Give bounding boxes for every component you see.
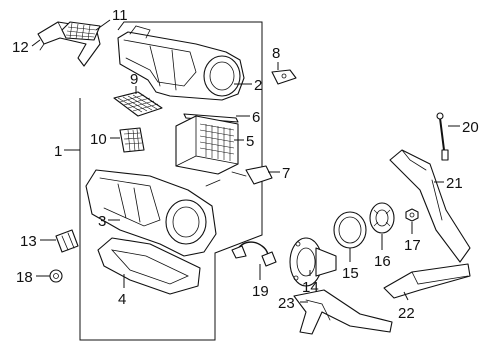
callout-2: 2: [254, 77, 262, 94]
callout-6: 6: [252, 109, 260, 126]
part-19-wire-harness: [231, 241, 277, 267]
part-17-nut: [405, 208, 419, 222]
part-21-long-duct: [389, 149, 471, 263]
callout-22: 22: [398, 305, 415, 322]
part-10-grille-block: [119, 127, 145, 153]
callout-19: 19: [252, 283, 269, 300]
part-11-filter-element: [61, 21, 101, 41]
callout-17: 17: [404, 237, 421, 254]
callout-4: 4: [118, 291, 126, 308]
assembly-1-bracket: [79, 21, 263, 341]
part-2-upper-case: [117, 25, 245, 101]
part-5-evaporator-core: [175, 115, 239, 175]
callout-14: 14: [302, 279, 319, 296]
callout-16: 16: [374, 253, 391, 270]
callout-23: 23: [278, 295, 295, 312]
part-9-cabin-filter: [113, 91, 163, 117]
callout-13: 13: [20, 233, 37, 250]
callout-10: 10: [90, 131, 107, 148]
part-13-bracket: [55, 229, 79, 253]
callout-12: 12: [12, 39, 29, 56]
part-7-connector: [205, 165, 273, 187]
part-16-blower-wheel: [369, 202, 395, 234]
part-18-grommet: [49, 269, 63, 283]
callout-labels: 1 2 3 4 5 6 7 8 9 10 11 12 13 14 15 16 1…: [12, 7, 479, 322]
callout-9: 9: [130, 71, 138, 88]
callout-5: 5: [246, 133, 254, 150]
part-14-blower-motor: [289, 237, 337, 287]
callout-3: 3: [98, 213, 106, 230]
part-8-clip: [271, 69, 297, 85]
callout-21: 21: [446, 175, 463, 192]
callout-20: 20: [462, 119, 479, 136]
callout-8: 8: [272, 45, 280, 62]
leader-22: [403, 291, 409, 301]
part-15-seal-ring: [333, 211, 367, 249]
leader-11: [95, 19, 111, 31]
callout-1: 1: [54, 143, 62, 160]
callout-18: 18: [16, 269, 33, 286]
callout-15: 15: [342, 265, 359, 282]
part-3-lower-case: [85, 169, 217, 257]
part-4-lower-tray: [97, 237, 201, 295]
part-20-sensor-rod: [436, 112, 449, 161]
part-23-lower-duct: [293, 289, 393, 335]
callout-11: 11: [112, 7, 128, 24]
part-22-floor-duct: [383, 263, 471, 299]
leader-12: [31, 39, 41, 47]
callout-7: 7: [282, 165, 290, 182]
leader-lines: [31, 19, 460, 303]
